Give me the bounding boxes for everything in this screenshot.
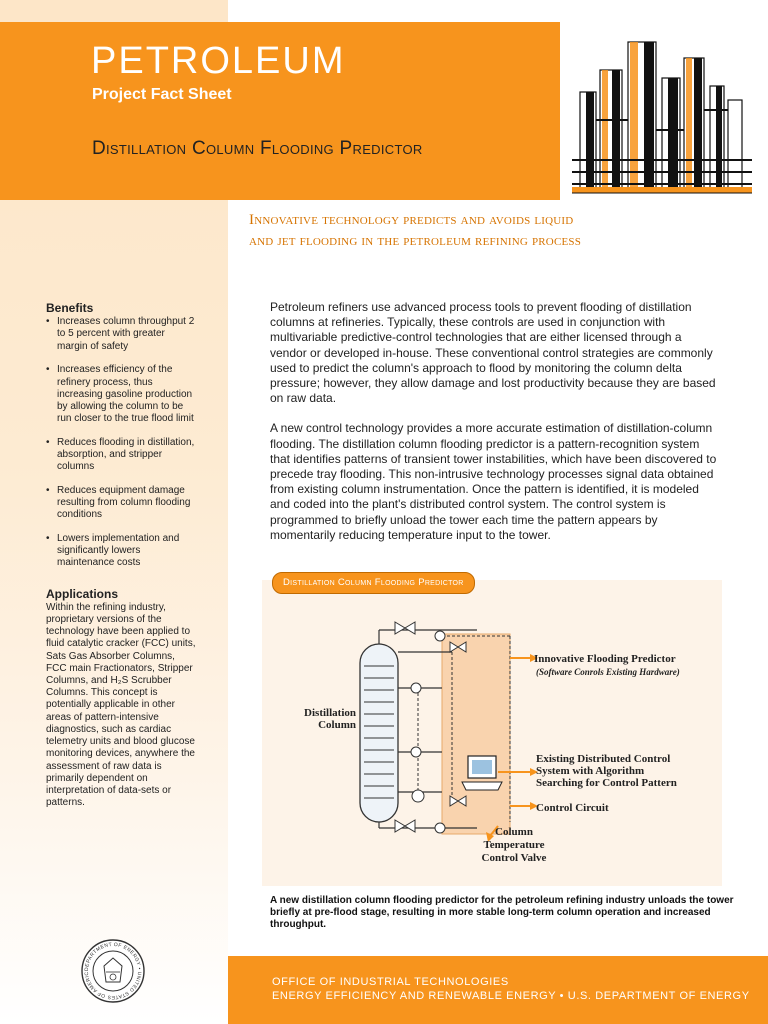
footer-department: ENERGY EFFICIENCY AND RENEWABLE ENERGY •… <box>272 990 750 1002</box>
footer-band <box>228 956 768 1024</box>
diagram-caption: A new distillation column flooding predi… <box>270 895 734 930</box>
footer-office: OFFICE OF INDUSTRIAL TECHNOLOGIES <box>272 976 509 988</box>
sidebar: Benefits Increases column throughput 2 t… <box>46 302 196 809</box>
distillation-column-icon <box>359 643 399 823</box>
label-predictor: Innovative Flooding Predictor <box>534 653 676 665</box>
computer-icon <box>461 755 503 791</box>
applications-heading: Applications <box>46 586 119 601</box>
benefits-heading: Benefits <box>46 301 94 315</box>
body-paragraph-2: A new control technology provides a more… <box>270 421 717 542</box>
doe-seal-icon: DEPARTMENT OF ENERGY • UNITED STATES OF … <box>80 938 145 1003</box>
label-valve-3: Control Valve <box>482 852 547 864</box>
label-valve-1: Column <box>495 826 533 838</box>
benefit-item: Reduces equipment damage resulting from … <box>46 485 196 522</box>
body-paragraph-1: Petroleum refiners use advanced process … <box>270 300 716 406</box>
main-body: Petroleum refiners use advanced process … <box>270 300 720 558</box>
label-circuit: Control Circuit <box>536 802 609 814</box>
tagline: Innovative technology predicts and avoid… <box>249 210 749 252</box>
benefits-list: Increases column throughput 2 to 5 perce… <box>46 316 196 569</box>
label-predictor-sub: (Software Conrols Existing Hardware) <box>536 667 680 677</box>
applications-text: Within the refining industry, proprietar… <box>46 601 196 809</box>
label-column-1: Distillation <box>304 707 356 719</box>
label-column-2: Column <box>318 719 356 731</box>
tagline-line-2: and jet flooding in the petroleum refini… <box>249 233 582 249</box>
header-subtitle: Project Fact Sheet <box>92 86 232 103</box>
benefit-item: Increases efficiency of the refinery pro… <box>46 364 196 425</box>
tagline-line-1: Innovative technology predicts and avoid… <box>249 212 574 228</box>
diagram-badge: Distillation Column Flooding Predictor <box>272 572 475 594</box>
label-valve-2: Temperature <box>483 839 544 851</box>
sensor-icon <box>410 630 446 834</box>
process-diagram: Distillation Column Innovative Flooding … <box>304 621 680 864</box>
label-dcs-2: System with Algorithm <box>536 765 644 777</box>
label-dcs-1: Existing Distributed Control <box>536 753 670 765</box>
refinery-illustration-icon <box>572 30 752 198</box>
benefit-item: Increases column throughput 2 to 5 perce… <box>46 316 196 353</box>
page-title: Distillation Column Flooding Predictor <box>92 138 423 159</box>
benefit-item: Lowers implementation and significantly … <box>46 533 196 570</box>
valve-icon <box>394 621 467 833</box>
benefit-item: Reduces flooding in distillation, absorp… <box>46 437 196 474</box>
brand-title: PETROLEUM <box>91 40 346 82</box>
label-dcs-3: Searching for Control Pattern <box>536 777 677 789</box>
